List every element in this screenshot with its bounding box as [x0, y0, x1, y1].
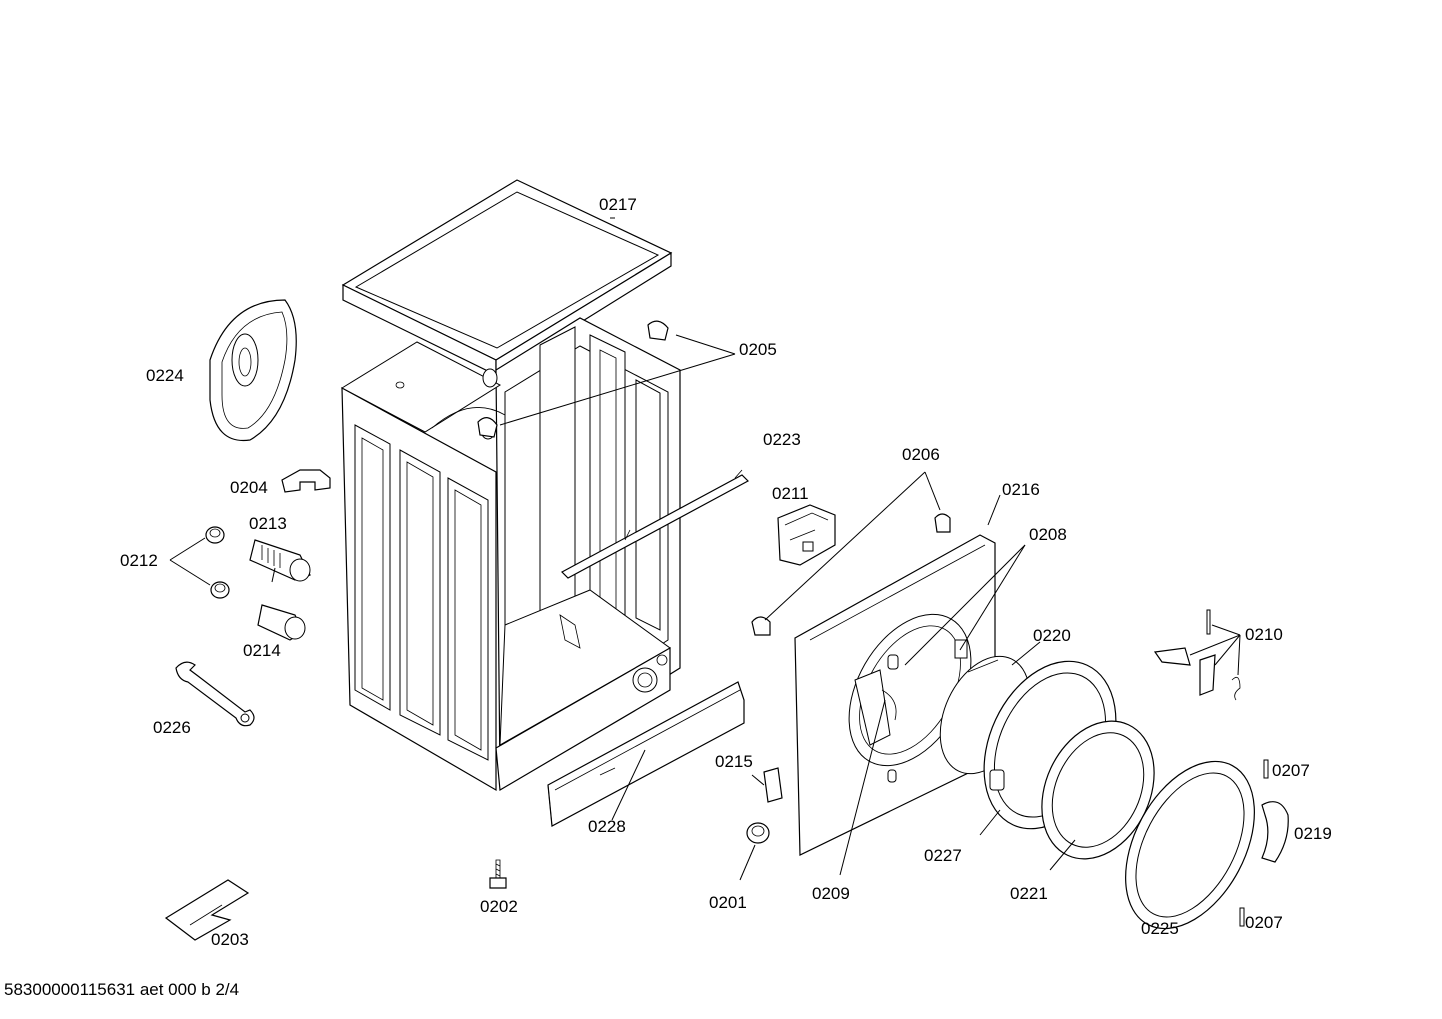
- label-0205: 0205: [739, 340, 777, 359]
- label-0206: 0206: [902, 445, 940, 464]
- leader-line: [987, 494, 1001, 526]
- plinth-part: [547, 681, 745, 827]
- leader-line: [904, 544, 1026, 666]
- label-0214: 0214: [243, 641, 281, 660]
- screw-part: [489, 859, 507, 889]
- wrench-part: [175, 661, 255, 727]
- rear-panel-part: [209, 299, 297, 442]
- label-0203: 0203: [211, 930, 249, 949]
- label-0220: 0220: [1033, 626, 1071, 645]
- label-0211: 0211: [772, 484, 809, 503]
- leader-line: [979, 809, 1001, 836]
- label-0216: 0216: [1002, 480, 1040, 499]
- hinge-bracket-part: [751, 471, 951, 636]
- label-0217: 0217: [599, 195, 637, 214]
- label-0210: 0210: [1245, 625, 1283, 644]
- label-0202: 0202: [480, 897, 518, 916]
- leader-line: [1011, 641, 1041, 666]
- hinge-kit-part: [1153, 609, 1241, 701]
- label-0221: 0221: [1010, 884, 1048, 903]
- label-0219: 0219: [1294, 824, 1332, 843]
- shock-absorber-part: [249, 539, 311, 583]
- door-outer-ring-part: [1125, 760, 1255, 930]
- leader-line: [839, 699, 886, 876]
- label-0228: 0228: [588, 817, 626, 836]
- label-0201: 0201: [709, 893, 747, 912]
- pump-cover-part: [751, 767, 783, 803]
- door-handle-part: [1261, 801, 1289, 863]
- mounting-plate-part: [164, 879, 250, 941]
- damper-part: [257, 604, 306, 641]
- leader-line: [959, 544, 1026, 651]
- foot-part: [169, 526, 230, 599]
- cabinet-housing-part: [340, 317, 681, 792]
- label-0226: 0226: [153, 718, 191, 737]
- pin-part: [1239, 759, 1269, 927]
- label-0212: 0212: [120, 551, 158, 570]
- label-0215: 0215: [715, 752, 753, 771]
- leader-line: [1049, 839, 1076, 871]
- label-0207-lower: 0207: [1245, 913, 1283, 932]
- label-0204: 0204: [230, 478, 268, 497]
- label-0208: 0208: [1029, 525, 1067, 544]
- hinge-part: [477, 320, 736, 438]
- clip-part: [281, 469, 331, 493]
- label-0223: 0223: [763, 430, 801, 449]
- top-cover-part: [341, 179, 673, 377]
- drawing-code: 58300000115631 aet 000 b 2/4: [4, 980, 240, 999]
- label-0225: 0225: [1141, 919, 1179, 938]
- cap-part: [739, 822, 770, 881]
- door-glass-part: [1041, 720, 1155, 860]
- cross-strut-part: [561, 469, 749, 579]
- label-0213: 0213: [249, 514, 287, 533]
- label-0227: 0227: [924, 846, 962, 865]
- label-0224: 0224: [146, 366, 184, 385]
- label-0209: 0209: [812, 884, 850, 903]
- label-0207-upper: 0207: [1272, 761, 1310, 780]
- door-lock-part: [777, 504, 836, 566]
